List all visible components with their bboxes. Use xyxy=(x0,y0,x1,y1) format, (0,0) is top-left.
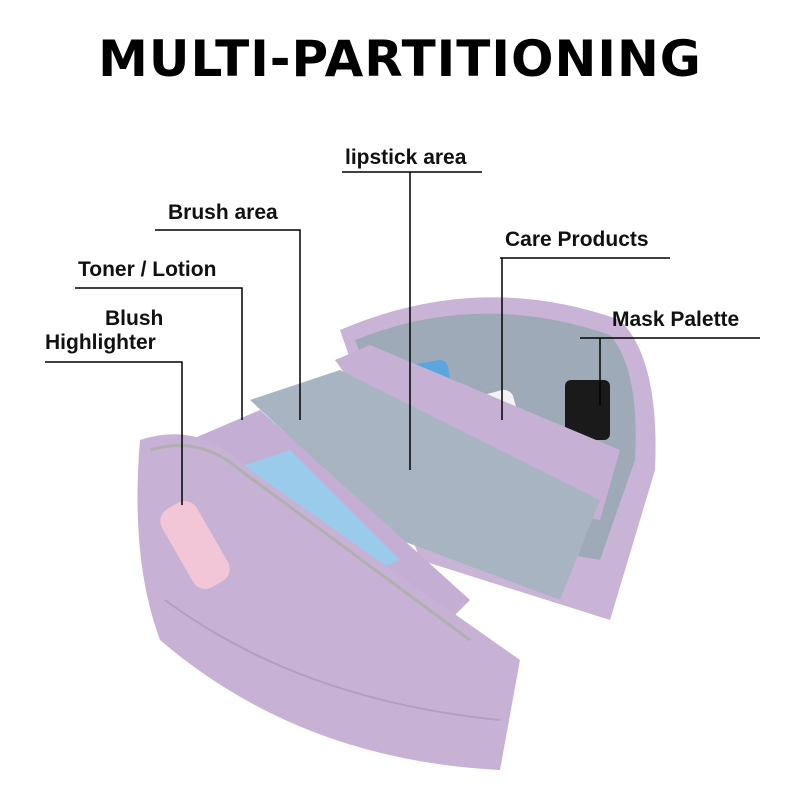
zipper xyxy=(149,444,471,642)
leader-lines xyxy=(45,171,760,505)
label-care-products: Care Products xyxy=(505,228,649,251)
blush-brush xyxy=(160,501,230,589)
mask-palette-box xyxy=(565,380,610,440)
label-lipstick-area: lipstick area xyxy=(345,146,467,169)
page-title: MULTI-PARTITIONING xyxy=(98,30,702,88)
bag-front-shell xyxy=(137,434,520,770)
label-blush: Blush xyxy=(105,307,164,330)
partition-lipstick xyxy=(250,370,600,600)
label-highlighter: Highlighter xyxy=(45,331,156,354)
label-toner-lotion: Toner / Lotion xyxy=(78,258,217,281)
quilt-pattern xyxy=(164,599,501,721)
label-brush-area: Brush area xyxy=(168,201,278,224)
label-mask-palette: Mask Palette xyxy=(612,308,740,331)
